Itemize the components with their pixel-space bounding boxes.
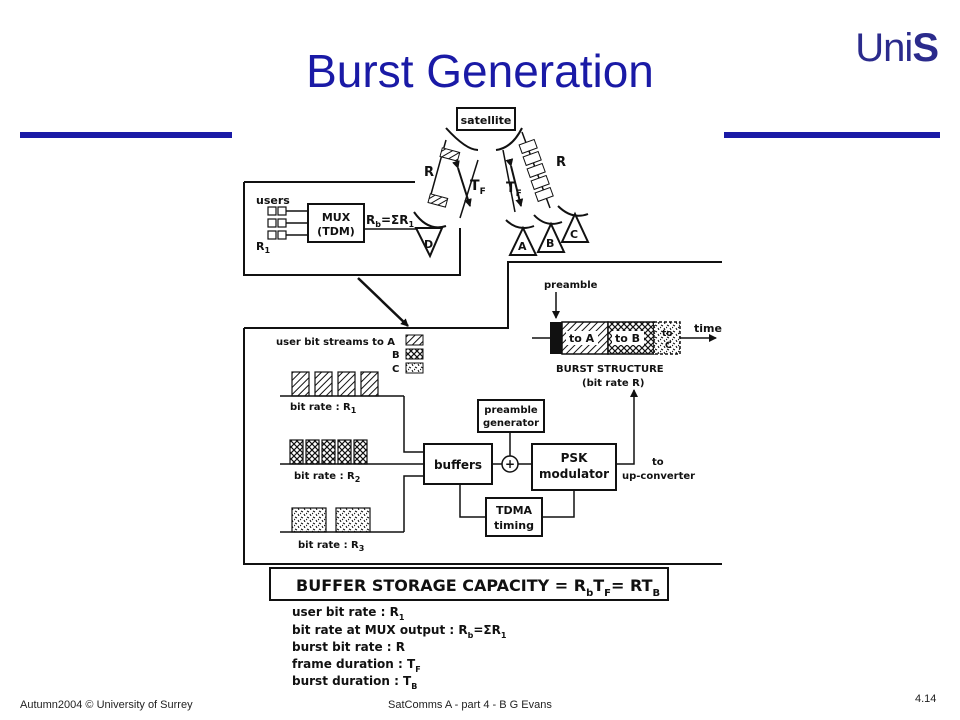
earth-station-box: users R1 MUX (TDM) Rb=ΣR1 D	[243, 181, 461, 276]
timing-label: timing	[494, 519, 534, 532]
detail-arrow	[357, 277, 409, 327]
def-burst-duration: burst duration : TB	[292, 674, 417, 691]
streams-label: user bit streams to A	[276, 337, 395, 348]
bitrate-1-label: bit rate : R1	[290, 402, 357, 415]
to-up-label-2: up-converter	[622, 471, 695, 482]
to-b-label: to B	[615, 332, 640, 345]
logo-suffix: S	[912, 26, 939, 70]
legend-c-label: C	[392, 364, 399, 375]
def-burst-bit-rate: burst bit rate : R	[292, 640, 405, 654]
preamble-label: preamble	[544, 280, 598, 291]
bitrate-2-label: bit rate : R2	[294, 471, 360, 484]
stations-abc: A B C	[505, 205, 590, 256]
bitrate-3-label: bit rate : R3	[298, 540, 364, 553]
stream-1: bit rate : R1	[280, 371, 404, 415]
processing-chain: buffers + preamble generator PSK modulat…	[423, 389, 695, 537]
legend-b-label: B	[392, 350, 400, 361]
burst-bit-rate-label: (bit rate R)	[582, 378, 644, 389]
tf-right-label: TF	[506, 180, 522, 199]
rb-label: Rb=ΣR1	[366, 213, 414, 229]
station-b	[536, 221, 566, 253]
station-b-label: B	[546, 237, 554, 250]
footer-left: Autumn2004 © University of Surrey	[20, 699, 193, 711]
station-a-label: A	[518, 240, 527, 253]
to-a-label: to A	[569, 332, 595, 345]
capacity-formula: BUFFER STORAGE CAPACITY = RbTF= RTB	[269, 567, 669, 601]
mux-label: MUX	[322, 211, 351, 224]
footer-center: SatComms A - part 4 - B G Evans	[388, 699, 552, 711]
title-rule-right	[724, 132, 940, 138]
r1-label: R1	[256, 240, 270, 255]
main-box	[243, 261, 722, 565]
beam-right: TF R	[502, 131, 566, 213]
unis-logo: UniS	[855, 26, 939, 71]
stream-2: bit rate : R2	[280, 439, 410, 484]
r-left-label: R	[424, 165, 434, 180]
burst-structure-label: BURST STRUCTURE	[556, 364, 664, 375]
beam-left: R TF	[424, 139, 486, 219]
title-rule-left	[20, 132, 232, 138]
to-c-label-1: to	[662, 329, 673, 339]
mux-tdm-label: (TDM)	[317, 225, 355, 238]
to-c-label-2: C	[665, 341, 672, 351]
def-frame-duration: frame duration : TF	[292, 657, 421, 674]
def-mux-output: bit rate at MUX output : Rb=ΣR1	[292, 623, 507, 640]
station-d	[414, 227, 444, 259]
satellite: satellite	[445, 107, 523, 151]
footer-page-number: 4.14	[915, 693, 937, 705]
mux-box	[307, 203, 365, 243]
buffers-label: buffers	[434, 458, 482, 472]
station-a	[508, 225, 538, 256]
users-label: users	[256, 194, 290, 207]
psk-label: PSK	[561, 451, 588, 465]
satellite-label: satellite	[461, 114, 512, 127]
tdma-label: TDMA	[496, 504, 533, 517]
tf-left-label: TF	[470, 178, 486, 197]
logo-prefix: Uni	[855, 26, 913, 70]
burst-to-c	[653, 321, 681, 355]
preamble-generator-label-1: preamble	[484, 405, 538, 416]
adder-label: +	[505, 457, 515, 471]
burst-structure: preamble to A to B to C time BURST STRUC…	[532, 280, 722, 389]
station-c-label: C	[570, 228, 578, 241]
stream-legend: user bit streams to A B C	[276, 334, 424, 375]
r-right-label: R	[556, 155, 566, 170]
modulator-label: modulator	[539, 467, 609, 481]
station-c	[560, 211, 590, 243]
def-user-bit-rate: user bit rate : R1	[292, 605, 405, 622]
preamble-block	[550, 322, 562, 354]
time-label: time	[694, 322, 722, 335]
definitions: user bit rate : R1 bit rate at MUX outpu…	[292, 605, 507, 691]
preamble-generator-box	[477, 399, 545, 433]
station-d-label: D	[424, 238, 433, 251]
stream-3: bit rate : R3	[280, 507, 404, 553]
stream-wiring	[403, 396, 424, 532]
capacity-text: BUFFER STORAGE CAPACITY = RbTF= RTB	[296, 576, 660, 599]
psk-modulator-box	[531, 443, 617, 491]
to-up-label-1: to	[652, 457, 664, 468]
preamble-generator-label-2: generator	[483, 418, 539, 429]
slide-title: Burst Generation	[306, 45, 654, 97]
